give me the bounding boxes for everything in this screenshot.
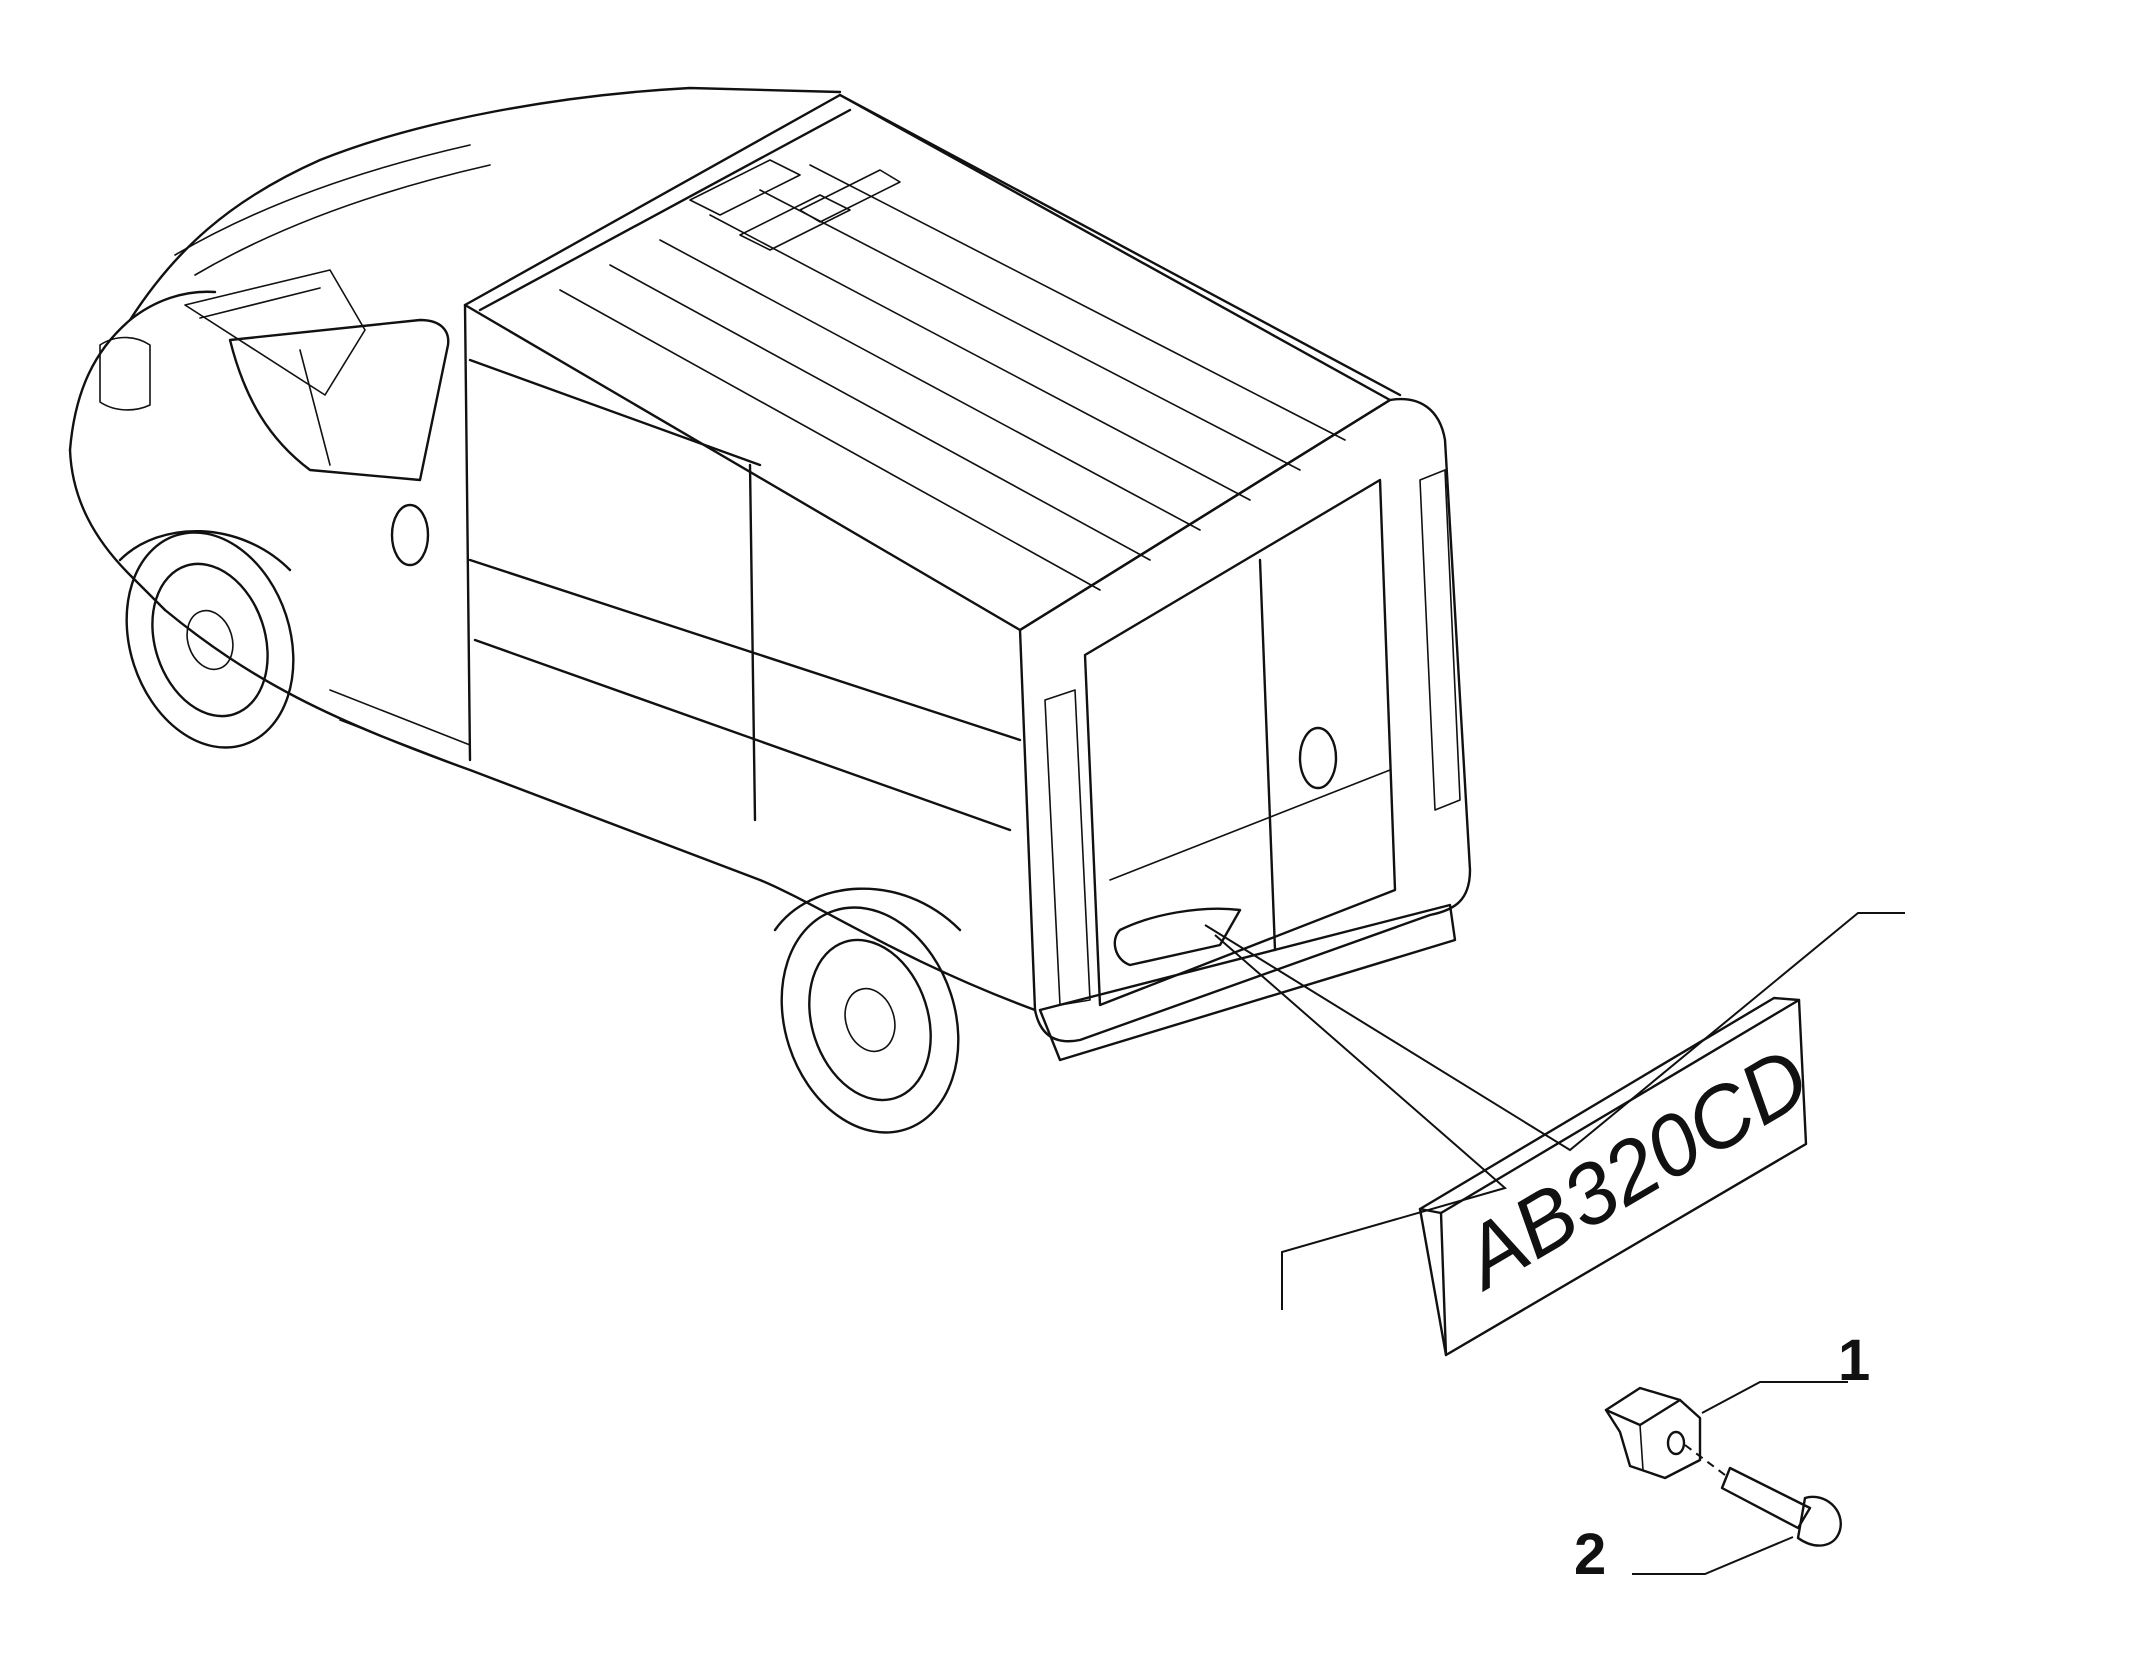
callout-2: 2 (1574, 1522, 1794, 1587)
front-wheel (118, 529, 295, 749)
clip-nut-part (1604, 1386, 1702, 1480)
callout-1: 1 (1701, 1328, 1870, 1414)
roof-ribs (559, 159, 1346, 591)
rear-wheel (773, 887, 962, 1134)
bolt-part (1684, 1444, 1842, 1547)
plate-leader-lines (1204, 912, 1905, 1310)
callout-number-1: 1 (1838, 1328, 1870, 1393)
van-illustration (68, 86, 1472, 1134)
license-plate: AB320CD (1418, 996, 1826, 1357)
callout-number-2: 2 (1574, 1522, 1606, 1587)
plate-number-text: AB320CD (1443, 1030, 1826, 1309)
